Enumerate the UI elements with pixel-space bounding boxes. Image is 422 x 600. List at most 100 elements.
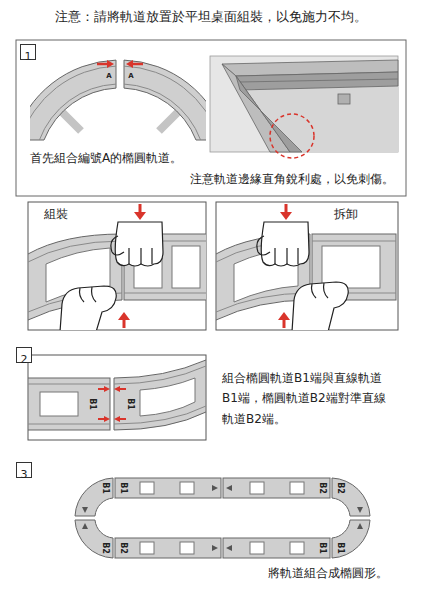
oval-track — [332, 520, 370, 558]
step-number: 3 — [21, 468, 28, 482]
part-mark: B2 — [119, 542, 127, 554]
red-arrow — [280, 212, 292, 220]
part-mark: A — [106, 73, 111, 80]
step-number-box: 3 — [16, 462, 32, 478]
joint-arrow — [82, 485, 363, 551]
part-mark: B2 — [101, 542, 109, 554]
red-arrow — [98, 388, 105, 390]
hand — [257, 236, 298, 264]
red-arrow — [278, 312, 290, 320]
red-arrow — [123, 319, 126, 328]
hand — [257, 222, 309, 266]
red-arrow — [104, 416, 110, 422]
panel-title: 拆卸 — [334, 207, 358, 223]
oval-track — [223, 538, 330, 558]
red-arrow — [134, 212, 146, 220]
hand — [292, 282, 348, 330]
warning-text: 注意軌道邊緣直角銳利處，以免刺傷。 — [190, 172, 394, 188]
step-number-box: 2 — [16, 347, 32, 363]
joint-figure — [40, 392, 78, 416]
joint-figure — [114, 360, 206, 430]
oval-track — [290, 482, 304, 494]
assemble-figure — [172, 246, 200, 288]
red-arrow — [126, 60, 133, 68]
disassemble-figure — [322, 246, 380, 288]
red-arrow — [97, 63, 108, 66]
rail-corner-photo — [222, 64, 290, 152]
hand — [292, 282, 348, 330]
curved-track — [62, 112, 178, 131]
rail-corner-photo — [338, 94, 350, 104]
page-title: 注意：請將軌道放置於平坦桌面組裝，以免施力不均。 — [0, 9, 422, 26]
hand — [60, 286, 116, 330]
panel-title: 組裝 — [44, 207, 68, 223]
part-mark: B1 — [101, 482, 109, 494]
part-mark: A — [128, 73, 133, 80]
hand — [80, 287, 97, 302]
hand — [312, 283, 329, 298]
part-mark: B2 — [318, 482, 326, 494]
oval-track — [140, 542, 154, 554]
hand — [257, 222, 348, 330]
part-mark: B2 — [336, 482, 344, 494]
oval-track — [180, 482, 194, 494]
red-arrow — [285, 204, 288, 213]
hand — [60, 222, 163, 330]
red-arrow — [98, 386, 126, 422]
hand — [261, 222, 309, 266]
rail-corner-photo — [210, 56, 398, 158]
joint-arrow — [212, 485, 218, 491]
joint-arrow — [357, 507, 363, 513]
joint-arrow — [212, 545, 218, 551]
red-arrow — [283, 319, 286, 328]
part-mark: B1 — [126, 398, 134, 410]
joint-figure — [28, 378, 110, 430]
oval-track — [75, 478, 370, 558]
part-mark: B1 — [119, 482, 127, 494]
oval-track — [140, 482, 154, 494]
curved-track — [30, 66, 206, 140]
joint-arrow — [357, 523, 363, 529]
red-arrow — [119, 418, 126, 420]
joint-figure — [28, 384, 110, 424]
red-arrow — [118, 204, 146, 328]
joint-figure — [140, 378, 195, 416]
curved-track — [39, 84, 200, 140]
rail-corner-photo — [270, 114, 314, 158]
rail-corner-photo — [210, 56, 398, 152]
oval-track — [290, 542, 304, 554]
oval-track — [332, 478, 370, 516]
joint-arrow — [226, 545, 232, 551]
panel-frame — [28, 355, 206, 440]
hand — [115, 222, 163, 266]
joint-arrow — [82, 507, 88, 513]
red-arrow — [98, 418, 105, 420]
joint-arrow — [82, 523, 88, 529]
oval-track — [115, 538, 221, 558]
red-arrow — [118, 312, 130, 320]
part-mark: B1 — [88, 398, 96, 410]
curved-track — [30, 60, 206, 140]
instruction-text: 將軌道組合成橢圓形。 — [268, 566, 388, 582]
oval-track — [115, 478, 221, 498]
red-arrow — [97, 60, 143, 68]
red-arrow — [119, 388, 126, 390]
hand — [111, 236, 152, 264]
red-arrow — [104, 386, 110, 392]
rail-corner-photo — [236, 72, 398, 90]
red-arrow — [114, 386, 120, 392]
red-arrow — [114, 416, 120, 422]
part-mark: B1 — [318, 542, 326, 554]
oval-track — [75, 520, 113, 558]
oval-track — [223, 478, 330, 498]
red-arrow — [139, 204, 142, 213]
joint-figure — [114, 366, 206, 424]
joint-arrow — [226, 485, 232, 491]
oval-track — [250, 542, 264, 554]
step-number: 2 — [21, 353, 28, 367]
step-frame — [16, 40, 406, 196]
part-mark: B1 — [336, 542, 344, 554]
